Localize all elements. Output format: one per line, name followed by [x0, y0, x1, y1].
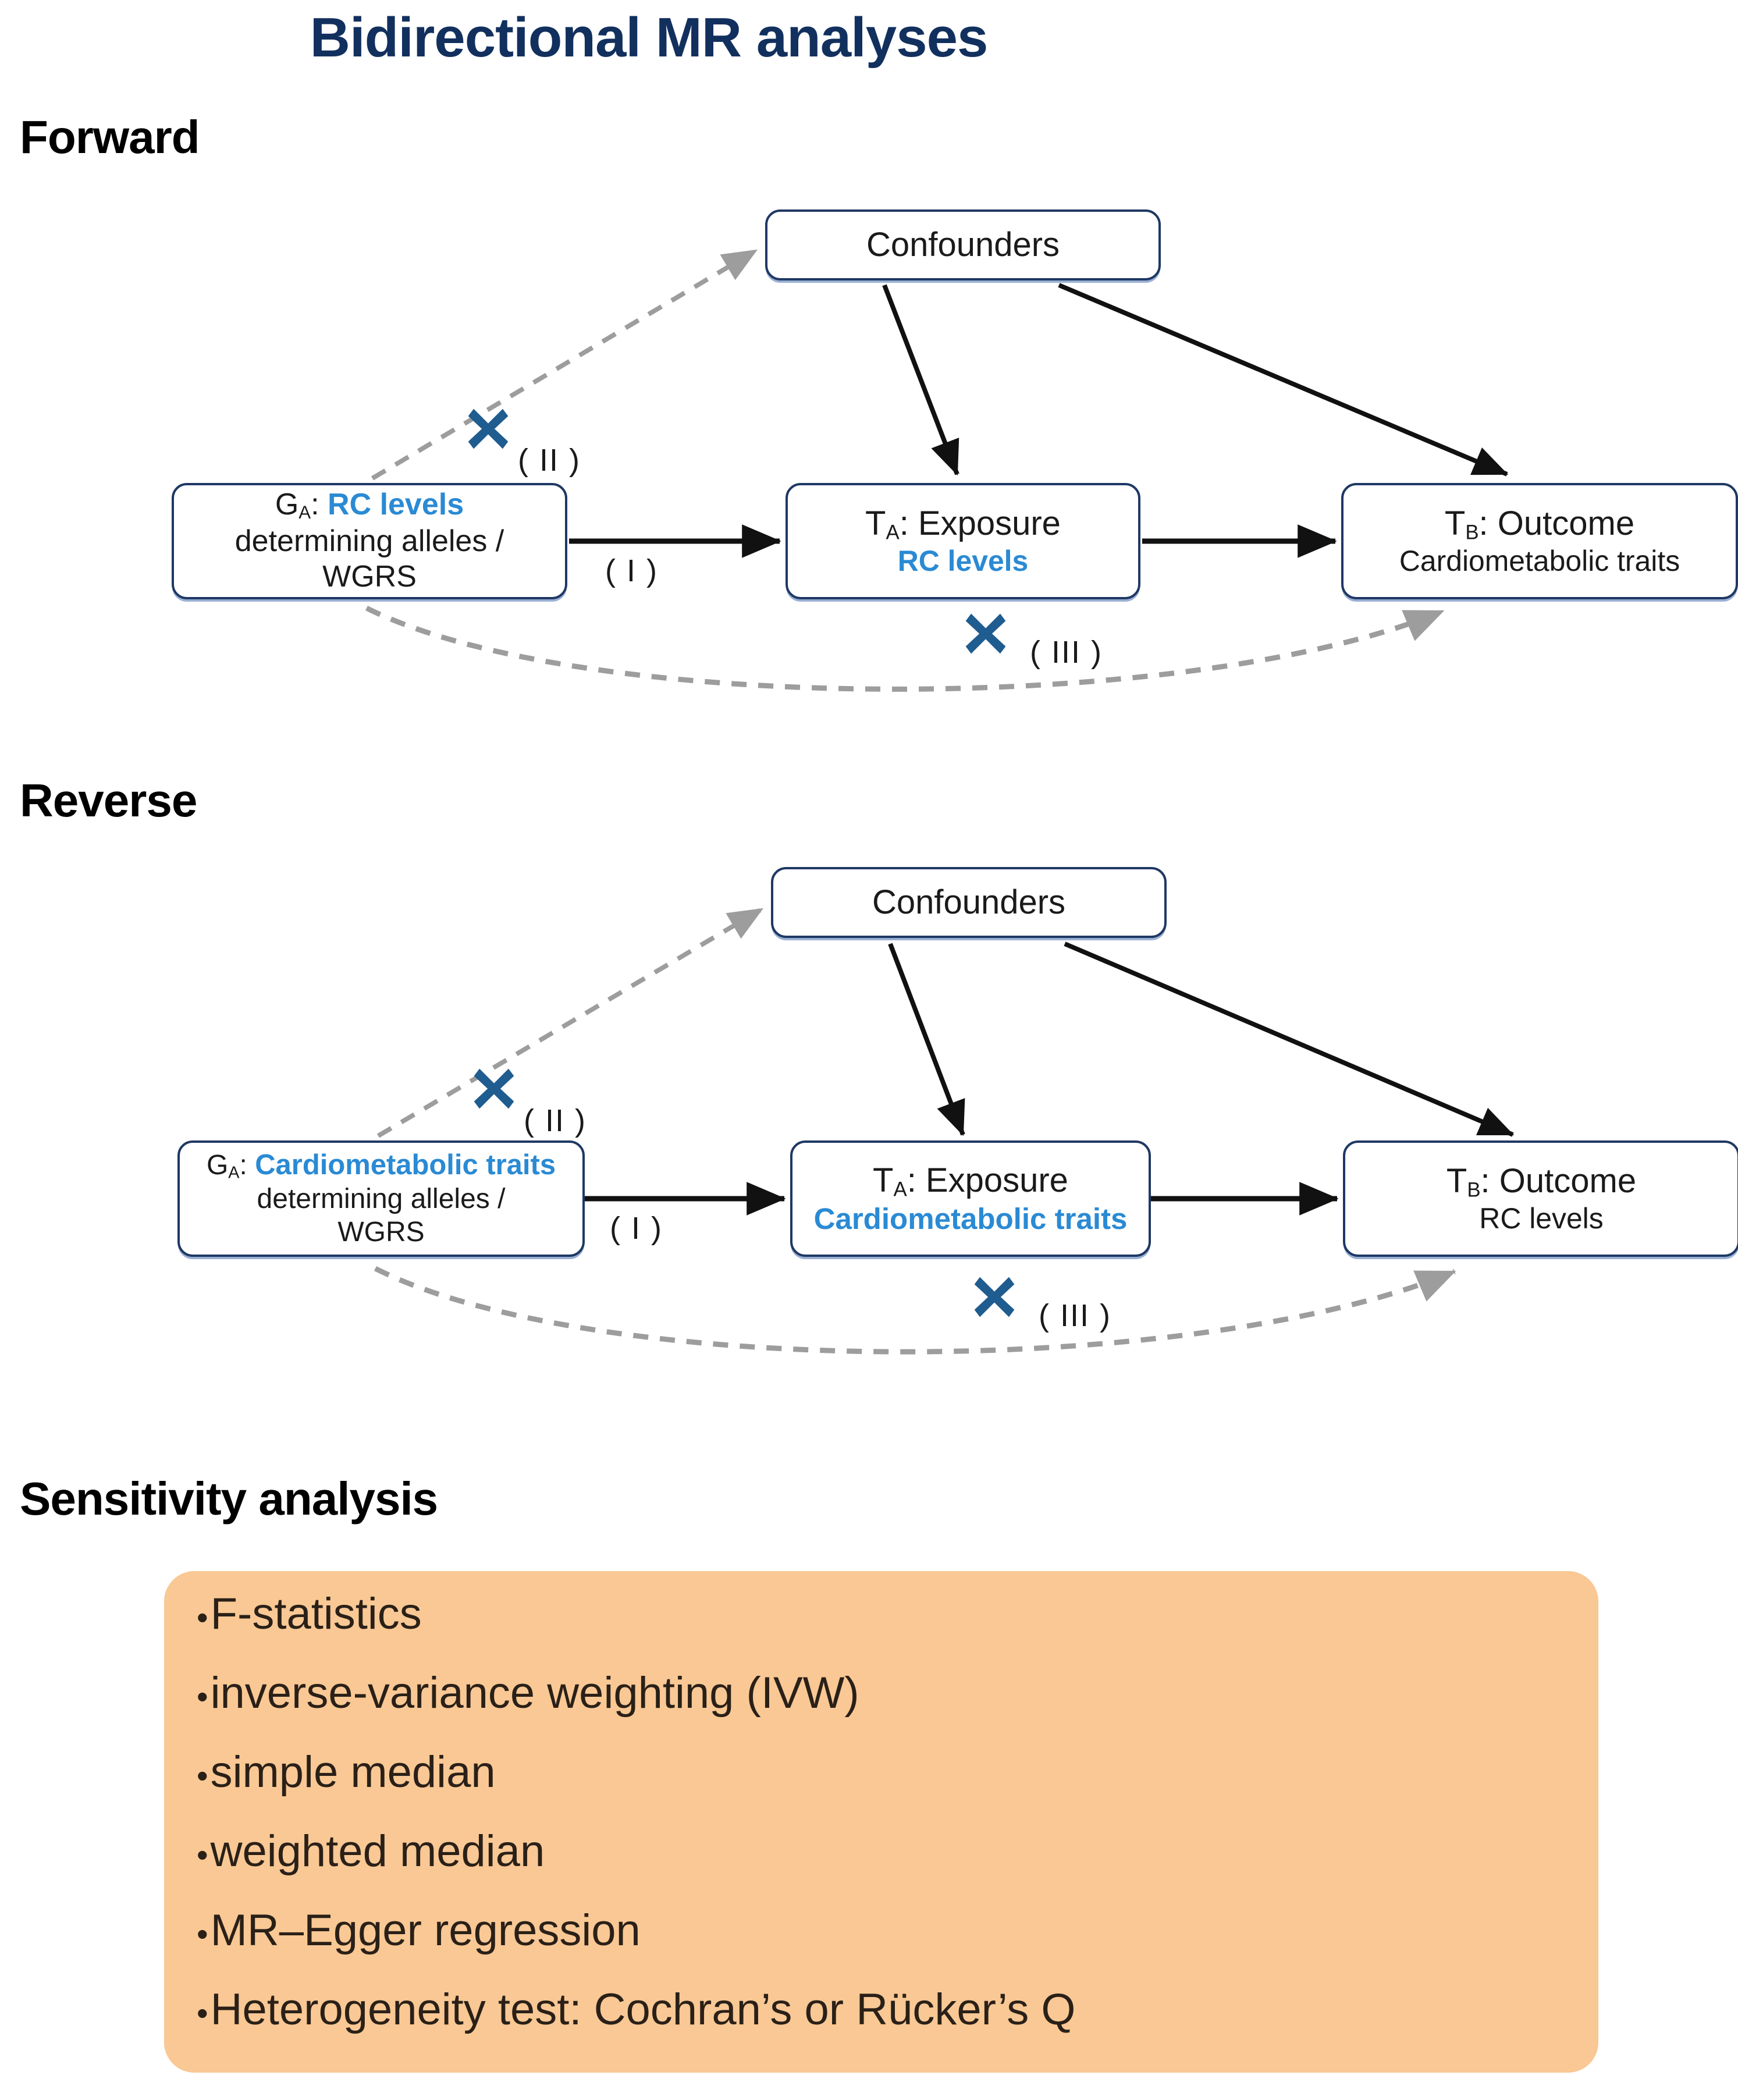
list-item: • inverse-variance weighting (IVW) [197, 1671, 1598, 1715]
section-heading-forward: Forward [20, 111, 200, 163]
edge-confounders-to-exposure [888, 943, 965, 1136]
node-exposure: TA: Exposure RC levels [786, 483, 1140, 599]
blocked-path-x-icon-iii [974, 1277, 1015, 1317]
page-title: Bidirectional MR analyses [310, 6, 989, 69]
node-exposure-trait: Cardiometabolic traits [813, 1202, 1128, 1235]
forward-dag-panel: ( I ) ( II ) ( III ) Confounders GA: RC … [172, 204, 1738, 716]
node-instrument-colon: : [311, 488, 319, 522]
node-exposure-line1: TA: Exposure [873, 1161, 1068, 1202]
node-outcome-trait: Cardiometabolic traits [1399, 545, 1680, 578]
node-exposure-prefix: T [873, 1161, 894, 1200]
node-confounders-label: Confounders [872, 883, 1066, 921]
node-exposure-prefix: T [865, 504, 886, 542]
node-outcome-trait: RC levels [1479, 1202, 1604, 1235]
list-item: • Heterogeneity test: Cochran’s or Rücke… [197, 1988, 1598, 2032]
path-label-exclusion: ( III ) [1030, 635, 1103, 670]
bullet-icon: • [197, 1916, 208, 1952]
section-heading-reverse: Reverse [20, 774, 197, 826]
node-outcome-prefix: T [1444, 504, 1466, 542]
list-item: • weighted median [197, 1829, 1598, 1874]
path-label-relevance: ( I ) [610, 1211, 663, 1246]
edge-instrument-to-confounders-dashed [376, 907, 764, 1138]
bullet-icon: • [197, 1995, 208, 2031]
node-instrument-prefix: G [275, 488, 299, 522]
list-item-label: F-statistics [210, 1589, 422, 1639]
path-label-independence: ( II ) [524, 1103, 587, 1138]
edge-confounders-to-outcome [1064, 941, 1515, 1137]
node-instrument-line3: WGRS [322, 560, 417, 594]
node-outcome: TB: Outcome RC levels [1343, 1140, 1738, 1257]
node-instrument-subscript: A [298, 502, 311, 523]
node-confounders: Confounders [771, 867, 1167, 938]
list-item: • F-statistics [197, 1592, 1598, 1636]
list-item-label: simple median [210, 1747, 496, 1797]
bullet-icon: • [197, 1678, 208, 1715]
node-outcome: TB: Outcome Cardiometabolic traits [1341, 483, 1738, 599]
list-item-label: MR–Egger regression [210, 1906, 641, 1955]
node-outcome-line1: TB: Outcome [1446, 1161, 1636, 1202]
forward-dag-edges [365, 248, 1509, 692]
node-instrument-variable: GA: Cardiometabolic traits determining a… [177, 1140, 585, 1257]
edge-confounders-to-outcome [1058, 283, 1509, 477]
list-item: • simple median [197, 1750, 1598, 1795]
node-outcome-line1: TB: Outcome [1445, 504, 1634, 545]
node-outcome-subscript: B [1467, 1178, 1481, 1202]
node-instrument-colon: : [239, 1149, 247, 1181]
path-label-exclusion: ( III ) [1039, 1298, 1111, 1333]
node-instrument-trait: Cardiometabolic traits [255, 1149, 556, 1181]
node-outcome-subscript: B [1465, 521, 1479, 544]
edge-instrument-to-confounders-dashed [371, 248, 758, 481]
blocked-path-x-icon-ii [468, 408, 509, 449]
node-exposure-subscript: A [893, 1178, 907, 1201]
node-exposure-trait: RC levels [897, 545, 1029, 578]
node-exposure-line1: TA: Exposure [865, 504, 1061, 545]
list-item: • MR–Egger regression [197, 1909, 1598, 1953]
path-label-relevance: ( I ) [605, 553, 658, 588]
reverse-dag-edges [374, 907, 1515, 1355]
node-confounders-label: Confounders [866, 225, 1060, 264]
node-instrument-line1: GA: Cardiometabolic traits [207, 1149, 556, 1183]
edge-confounders-to-exposure [882, 284, 959, 476]
node-outcome-label: : Outcome [1480, 1161, 1637, 1200]
node-instrument-trait: RC levels [328, 488, 464, 522]
node-instrument-prefix: G [206, 1149, 229, 1181]
node-exposure-label: : Exposure [907, 1161, 1068, 1200]
node-instrument-line1: GA: RC levels [275, 487, 464, 524]
node-instrument-subscript: A [228, 1163, 240, 1182]
node-instrument-line2: determining alleles / [234, 524, 504, 558]
blocked-path-x-icon-iii [965, 613, 1006, 654]
node-confounders: Confounders [765, 209, 1161, 280]
list-item-label: Heterogeneity test: Cochran’s or Rücker’… [210, 1985, 1076, 2034]
bullet-icon: • [197, 1836, 208, 1873]
node-instrument-line2: determining alleles / [257, 1184, 506, 1215]
node-exposure-subscript: A [886, 521, 900, 544]
node-exposure: TA: Exposure Cardiometabolic traits [790, 1140, 1151, 1257]
blocked-path-x-icon-ii [474, 1068, 514, 1109]
reverse-dag-panel: ( I ) ( II ) ( III ) Confounders GA: Car… [175, 861, 1738, 1373]
node-instrument-variable: GA: RC levels determining alleles / WGRS [172, 483, 567, 599]
node-outcome-prefix: T [1446, 1161, 1467, 1200]
node-outcome-label: : Outcome [1478, 504, 1635, 542]
section-heading-sensitivity: Sensitivity analysis [20, 1473, 438, 1525]
sensitivity-analysis-box: • F-statistics • inverse-variance weight… [164, 1571, 1598, 2073]
bullet-icon: • [197, 1757, 208, 1794]
list-item-label: weighted median [210, 1827, 545, 1876]
bullet-icon: • [197, 1599, 208, 1636]
edge-instrument-to-outcome-dashed [374, 1266, 1456, 1355]
node-instrument-line3: WGRS [337, 1216, 425, 1248]
path-label-independence: ( II ) [518, 443, 581, 478]
node-exposure-label: : Exposure [899, 504, 1061, 542]
list-item-label: inverse-variance weighting (IVW) [210, 1668, 859, 1718]
edge-instrument-to-outcome-dashed [365, 605, 1445, 692]
